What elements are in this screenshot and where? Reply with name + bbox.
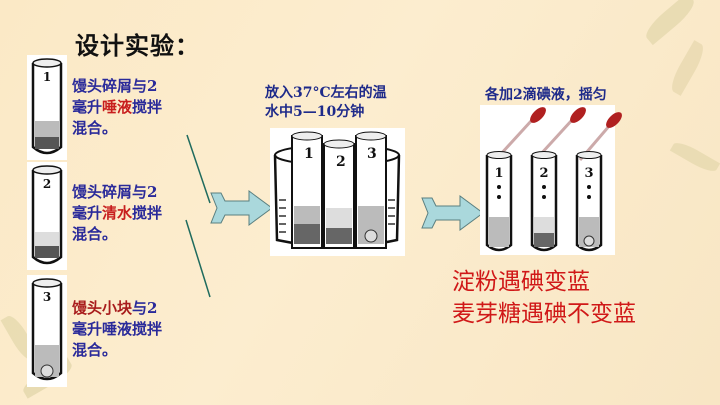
iodine-tube-2: 2 [530, 151, 558, 252]
step2-instruction: 放入37°C左右的温 水中5—10分钟 [265, 85, 387, 120]
svg-text:1: 1 [304, 146, 314, 162]
svg-text:2: 2 [336, 154, 346, 170]
arrow-right-icon [210, 190, 273, 226]
iodine-tube-1: 1 [485, 151, 513, 252]
iodine-tube-3: 3 [575, 151, 603, 252]
highlight-bread-chunk: 馒头小块 [72, 299, 133, 317]
page-title: 设计实验： [75, 32, 200, 60]
setup-2-description: 馒头碎屑与2 毫升清水搅拌 混合。 [72, 183, 163, 243]
highlight-saliva: 唾液 [102, 98, 133, 116]
conclusion-text: 淀粉遇碘变蓝 麦芽糖遇碘不变蓝 [452, 266, 636, 330]
connector-line-top [186, 134, 211, 204]
setup-1-description: 馒头碎屑与2 毫升唾液搅拌 混合。 [72, 77, 163, 137]
test-tube-1: 1 [27, 55, 67, 160]
iodine-test-tubes: 1 2 3 [480, 105, 622, 255]
connector-line-bottom [185, 219, 211, 298]
test-tube-3: 3 [27, 275, 67, 387]
water-bath-beaker: 1 2 3 [270, 128, 405, 256]
dropper-2 [538, 107, 586, 157]
tube-number-label: 3 [43, 290, 51, 304]
test-tube-2: 2 [27, 162, 67, 270]
beaker-tube-3: 3 [355, 131, 387, 249]
highlight-water: 清水 [102, 204, 133, 222]
setup-3-description: 馒头小块与2 毫升唾液搅拌 混合。 [72, 299, 163, 359]
beaker-tube-2: 2 [323, 139, 355, 249]
svg-text:3: 3 [584, 166, 593, 181]
svg-text:2: 2 [539, 166, 548, 181]
tube-number-label: 1 [43, 70, 51, 84]
conclusion-maltose: 麦芽糖遇碘不变蓝 [452, 301, 636, 327]
tube-number-label: 2 [43, 177, 51, 191]
svg-text:3: 3 [367, 146, 377, 162]
dropper-1 [498, 107, 546, 157]
step3-instruction: 各加2滴碘液，摇匀 [485, 87, 607, 103]
arrow-right-icon [421, 195, 484, 231]
beaker-tube-1: 1 [291, 131, 323, 249]
conclusion-starch: 淀粉遇碘变蓝 [452, 269, 590, 295]
svg-text:1: 1 [494, 166, 503, 181]
